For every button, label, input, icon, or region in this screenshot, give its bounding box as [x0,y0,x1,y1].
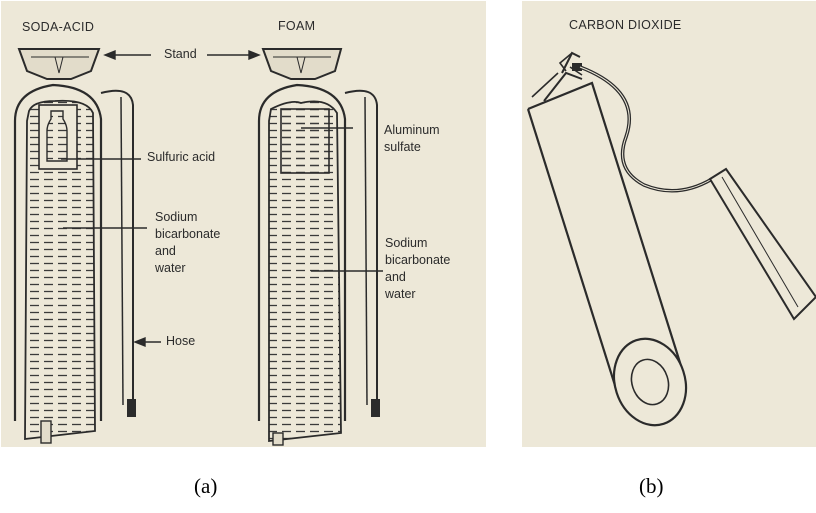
co2-extinguisher-drawing [522,1,816,447]
hose-label: Hose [166,334,195,348]
co2-extinguisher [528,53,816,435]
sodium-bicarbonate-left-label: Sodium bicarbonate and water [155,209,220,277]
sodium-bicarbonate-right-label: Sodium bicarbonate and water [385,235,450,303]
panel-b-carbon-dioxide: CARBON DIOXIDE [522,1,816,447]
extinguishers-a-drawing [1,1,486,447]
sulfuric-acid-label: Sulfuric acid [147,150,215,164]
carbon-dioxide-title: CARBON DIOXIDE [569,18,682,32]
panel-a-soda-acid-and-foam: SODA-ACID FOAM Stand Sulfuric acid Sodiu… [1,1,486,447]
soda-acid-title: SODA-ACID [22,20,94,34]
foam-extinguisher [259,49,380,445]
aluminum-sulfate-label: Aluminum sulfate [384,122,440,156]
caption-a: (a) [194,474,217,499]
stand-label: Stand [164,47,197,61]
caption-b: (b) [639,474,664,499]
foam-title: FOAM [278,19,315,33]
soda-acid-extinguisher [15,49,136,443]
